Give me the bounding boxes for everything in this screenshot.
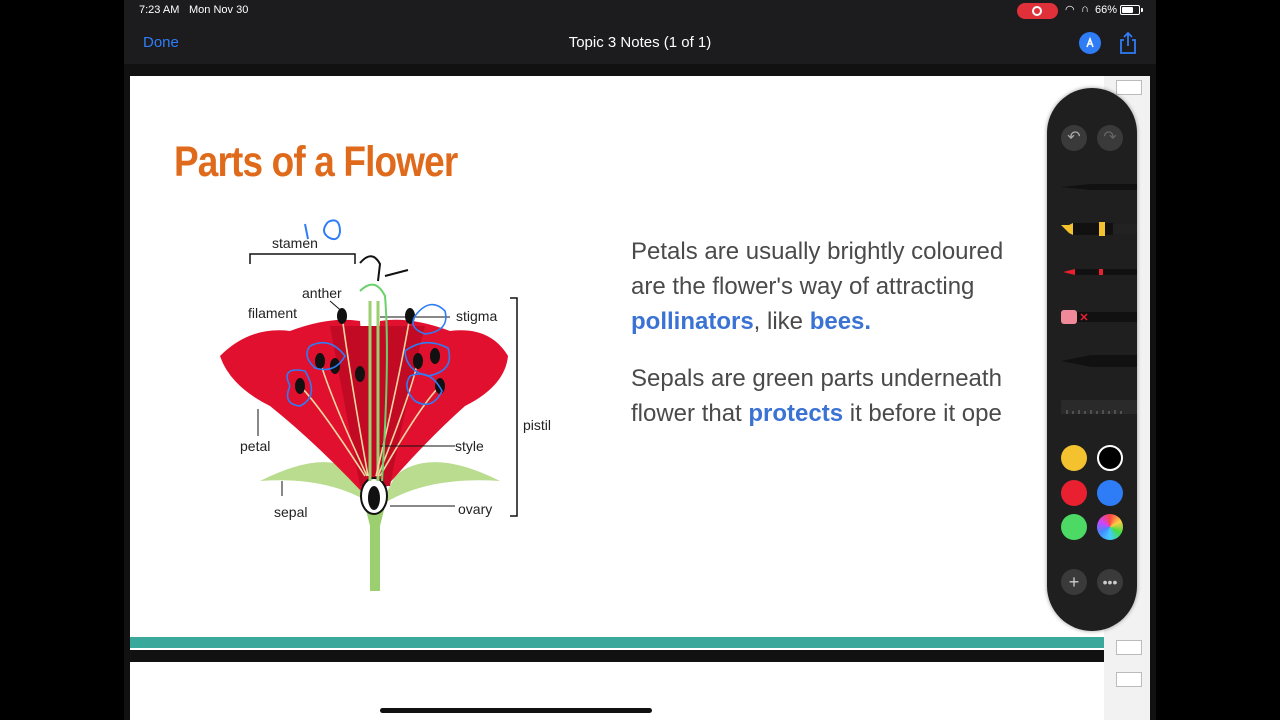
sepals-paragraph: Sepals are green parts underneath flower…: [631, 361, 1091, 431]
color-swatch-blue[interactable]: [1097, 480, 1123, 506]
flower-diagram: stamen anther filament stigma pistil pet…: [220, 219, 551, 591]
markup-tool-palette: ↶ ↷ + •••: [1047, 88, 1137, 631]
status-bar: 7:23 AM Mon Nov 30 ◠ ∩ 66%: [124, 0, 1156, 22]
petals-line-2: are the flower's way of attracting: [631, 273, 975, 300]
label-filament: filament: [248, 305, 297, 321]
color-swatch-red[interactable]: [1061, 480, 1087, 506]
label-ovary: ovary: [458, 501, 492, 517]
color-swatch-green[interactable]: [1061, 514, 1087, 540]
label-stigma: stigma: [456, 308, 497, 324]
label-stamen: stamen: [272, 235, 318, 251]
done-button[interactable]: Done: [143, 34, 179, 51]
eraser-tool-icon[interactable]: [1061, 308, 1137, 326]
redo-icon[interactable]: ↷: [1097, 125, 1123, 151]
undo-icon[interactable]: ↶: [1061, 125, 1087, 151]
petals-paragraph: Petals are usually brightly coloured are…: [631, 234, 1091, 339]
page-thumbnail[interactable]: [1116, 80, 1142, 95]
document-area[interactable]: Parts of a Flower: [124, 64, 1156, 720]
highlighter-tool-icon[interactable]: [1061, 220, 1137, 238]
sepals-line-1: Sepals are green parts underneath: [631, 365, 1002, 392]
label-sepal: sepal: [274, 504, 307, 520]
label-style: style: [455, 438, 484, 454]
battery-percentage: 66%: [1095, 4, 1118, 16]
label-pistil: pistil: [523, 417, 551, 433]
battery-icon: [1120, 5, 1140, 15]
highlight-protects: protects: [748, 400, 844, 427]
page-thumbnail[interactable]: [1116, 672, 1142, 687]
page-thumbnail[interactable]: [1116, 640, 1142, 655]
slide-footer-bar: [130, 637, 1104, 648]
headphones-icon: ∩: [1081, 3, 1089, 15]
label-anther: anther: [302, 285, 342, 301]
status-date: Mon Nov 30: [189, 4, 249, 16]
sepals-line-2-end: it before it ope: [843, 400, 1002, 427]
color-swatch-black[interactable]: [1097, 445, 1123, 471]
share-icon[interactable]: [1118, 31, 1138, 55]
battery-tip: [1141, 8, 1143, 12]
markup-pen-icon[interactable]: [1079, 32, 1101, 54]
sepals-line-2: flower that protects it before it ope: [631, 396, 1091, 431]
slide-title: Parts of a Flower: [174, 138, 458, 186]
document-title: Topic 3 Notes (1 of 1): [568, 34, 712, 51]
label-petal: petal: [240, 438, 270, 454]
ipad-screen: 7:23 AM Mon Nov 30 ◠ ∩ 66% Done Topic 3 …: [124, 0, 1156, 720]
highlight-bees: bees.: [809, 308, 872, 335]
highlight-pollinators: pollinators: [631, 308, 754, 335]
screen-recording-indicator[interactable]: [1017, 3, 1058, 19]
petals-line-3-mid: , like: [753, 308, 810, 335]
pen-tool-icon[interactable]: [1061, 178, 1137, 196]
lasso-tool-icon[interactable]: [1061, 352, 1137, 370]
color-swatch-yellow[interactable]: [1061, 445, 1087, 471]
add-icon[interactable]: +: [1061, 569, 1087, 595]
ruler-tool-icon[interactable]: [1061, 398, 1137, 416]
status-time: 7:23 AM: [139, 4, 180, 16]
sepals-line-2-start: flower that: [631, 400, 749, 427]
navigation-bar: Done Topic 3 Notes (1 of 1): [124, 22, 1156, 64]
wifi-icon: ◠: [1065, 4, 1075, 16]
slide-page-1[interactable]: Parts of a Flower: [130, 76, 1104, 650]
more-icon[interactable]: •••: [1097, 569, 1123, 595]
home-indicator: [380, 708, 652, 713]
petals-line-1: Petals are usually brightly coloured: [631, 238, 1004, 265]
pencil-tool-icon[interactable]: [1061, 263, 1137, 281]
color-picker-icon[interactable]: [1097, 514, 1123, 540]
petals-line-3: pollinators, like bees.: [631, 304, 1091, 339]
